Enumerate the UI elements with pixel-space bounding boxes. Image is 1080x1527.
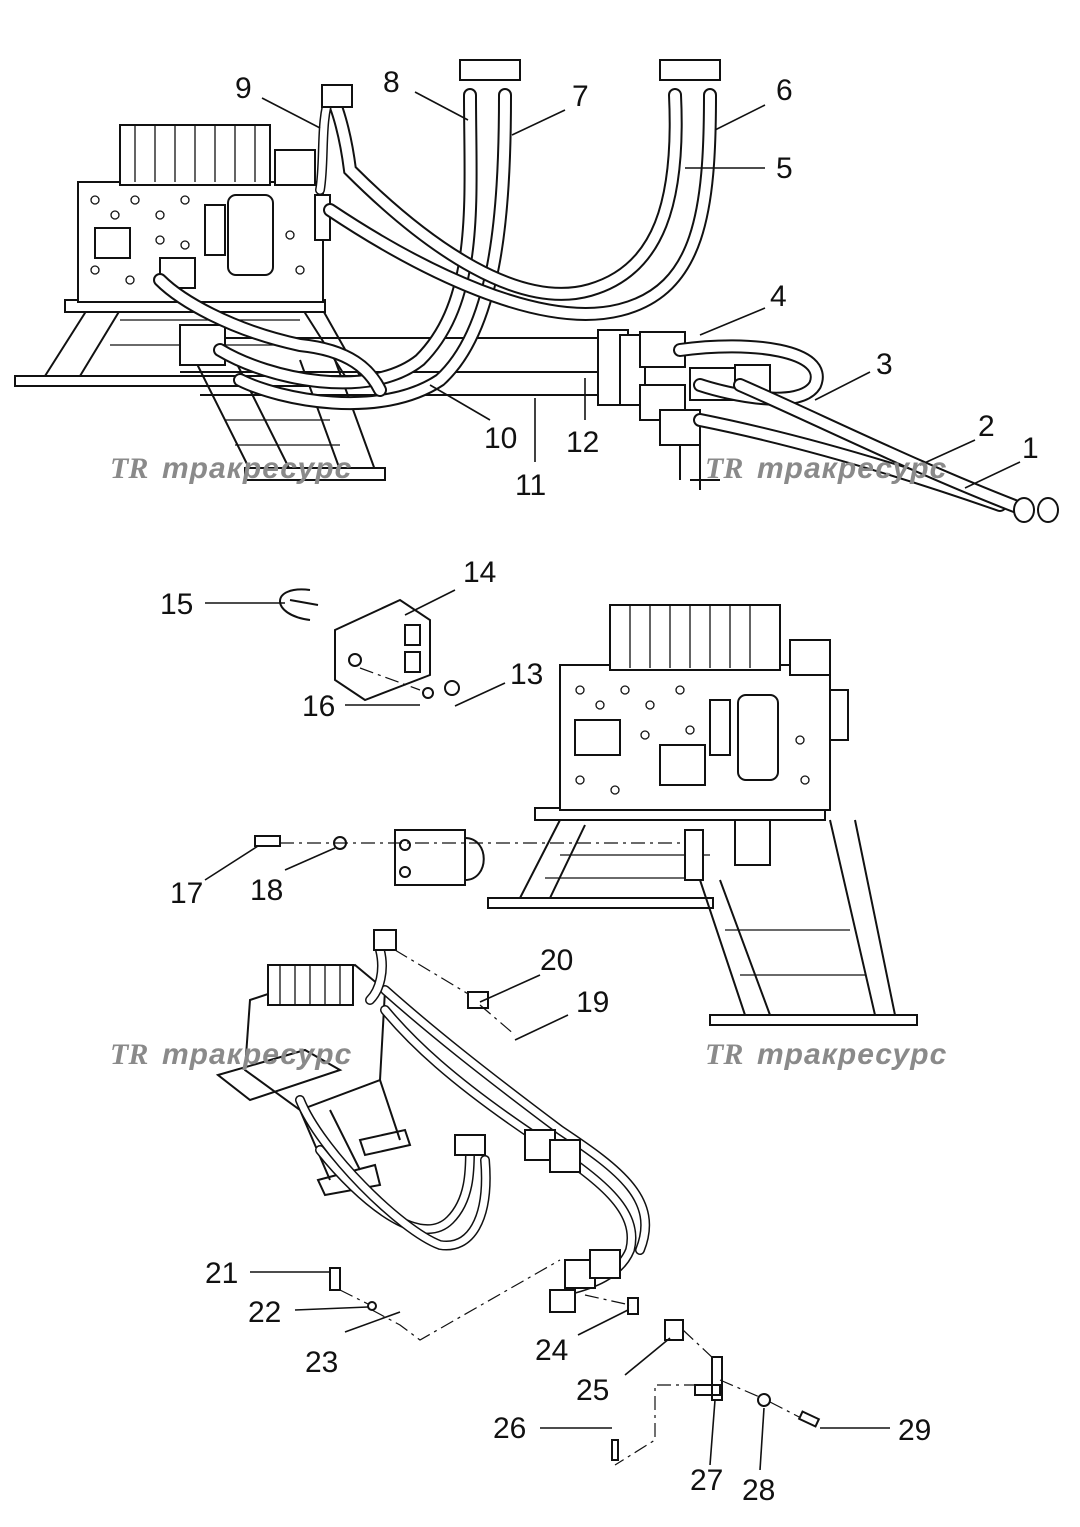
callout-12: 12 (566, 426, 599, 459)
callout-2: 2 (978, 410, 995, 443)
callout-29: 29 (898, 1414, 931, 1447)
callout-7: 7 (572, 80, 589, 113)
callout-9: 9 (235, 72, 252, 105)
callout-1: 1 (1022, 432, 1039, 465)
callout-26: 26 (493, 1412, 526, 1445)
watermark-mark: TR (705, 452, 743, 485)
watermark-mark: TR (110, 452, 148, 485)
callout-28: 28 (742, 1474, 775, 1507)
leaders-top (261, 91, 1021, 489)
callout-23: 23 (305, 1346, 338, 1379)
support-rail-top (179, 324, 646, 406)
callout-labels: 1 2 3 4 5 6 7 8 9 10 11 12 13 14 15 16 1… (160, 66, 1039, 1507)
callout-25: 25 (576, 1374, 609, 1407)
callout-5: 5 (776, 152, 793, 185)
top-assembly (14, 59, 1059, 523)
exploded-parts-bottom (329, 949, 821, 1466)
callout-4: 4 (770, 280, 787, 313)
callout-17: 17 (170, 877, 203, 910)
watermark-text: тракресурс (162, 1038, 352, 1071)
callout-16: 16 (302, 690, 335, 723)
watermark-4: TR тракресурс (705, 1038, 947, 1071)
callout-27: 27 (690, 1464, 723, 1497)
callout-10: 10 (484, 422, 517, 455)
callout-20: 20 (540, 944, 573, 977)
exploded-parts-middle (254, 588, 704, 886)
callout-8: 8 (383, 66, 400, 99)
middle-assembly (204, 588, 918, 1026)
watermark-2: TR тракресурс (705, 452, 947, 485)
watermark-text: тракресурс (162, 452, 352, 485)
watermark-text: тракресурс (757, 1038, 947, 1071)
callout-13: 13 (510, 658, 543, 691)
leaders-middle (204, 589, 506, 881)
leaders-bottom (250, 974, 890, 1471)
callout-19: 19 (576, 986, 609, 1019)
pipes-bottom (295, 929, 651, 1313)
bottom-assembly (215, 929, 890, 1471)
watermark-1: TR тракресурс (110, 452, 352, 485)
callout-21: 21 (205, 1257, 238, 1290)
callout-22: 22 (248, 1296, 281, 1329)
watermark-mark: TR (110, 1038, 148, 1071)
watermark-mark: TR (705, 1038, 743, 1071)
control-valve-top (64, 124, 331, 313)
hoses-top (153, 59, 1059, 523)
callout-14: 14 (463, 556, 496, 589)
callout-24: 24 (535, 1334, 568, 1367)
callout-6: 6 (776, 74, 793, 107)
mounting-frame-middle (487, 819, 918, 1026)
callout-11: 11 (515, 469, 546, 502)
callout-15: 15 (160, 588, 193, 621)
callout-3: 3 (876, 348, 893, 381)
callout-18: 18 (250, 874, 283, 907)
watermark-text: тракресурс (757, 452, 947, 485)
control-valve-middle (534, 604, 849, 866)
valve-small (215, 963, 412, 1197)
watermark-3: TR тракресурс (110, 1038, 352, 1071)
